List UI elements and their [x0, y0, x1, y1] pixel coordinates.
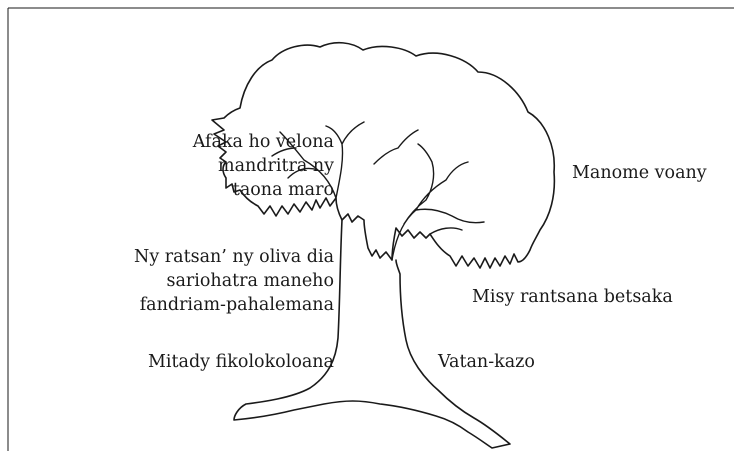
label-needs-care: Mitady fikolokoloana	[148, 350, 334, 374]
label-bears-fruit-line-1: Manome voany	[572, 161, 707, 185]
label-trunk: Vatan-kazo	[438, 350, 535, 374]
label-olive-branch-peace: Ny ratsan’ ny oliva dia sariohatra maneh…	[134, 245, 334, 317]
label-olive-branch-line-2: sariohatra maneho	[134, 269, 334, 293]
label-needs-care-line-1: Mitady fikolokoloana	[148, 350, 334, 374]
label-long-life-line-1: Afaka ho velona	[193, 130, 334, 154]
label-olive-branch-line-3: fandriam-pahalemana	[134, 293, 334, 317]
label-long-life-line-3: taona maro	[193, 178, 334, 202]
label-long-life-line-2: mandritra ny	[193, 154, 334, 178]
label-bears-fruit: Manome voany	[572, 161, 707, 185]
label-olive-branch-line-1: Ny ratsan’ ny oliva dia	[134, 245, 334, 269]
label-many-branches-line-1: Misy rantsana betsaka	[472, 285, 673, 309]
label-many-branches: Misy rantsana betsaka	[472, 285, 673, 309]
label-trunk-line-1: Vatan-kazo	[438, 350, 535, 374]
label-long-life: Afaka ho velona mandritra ny taona maro	[193, 130, 334, 202]
